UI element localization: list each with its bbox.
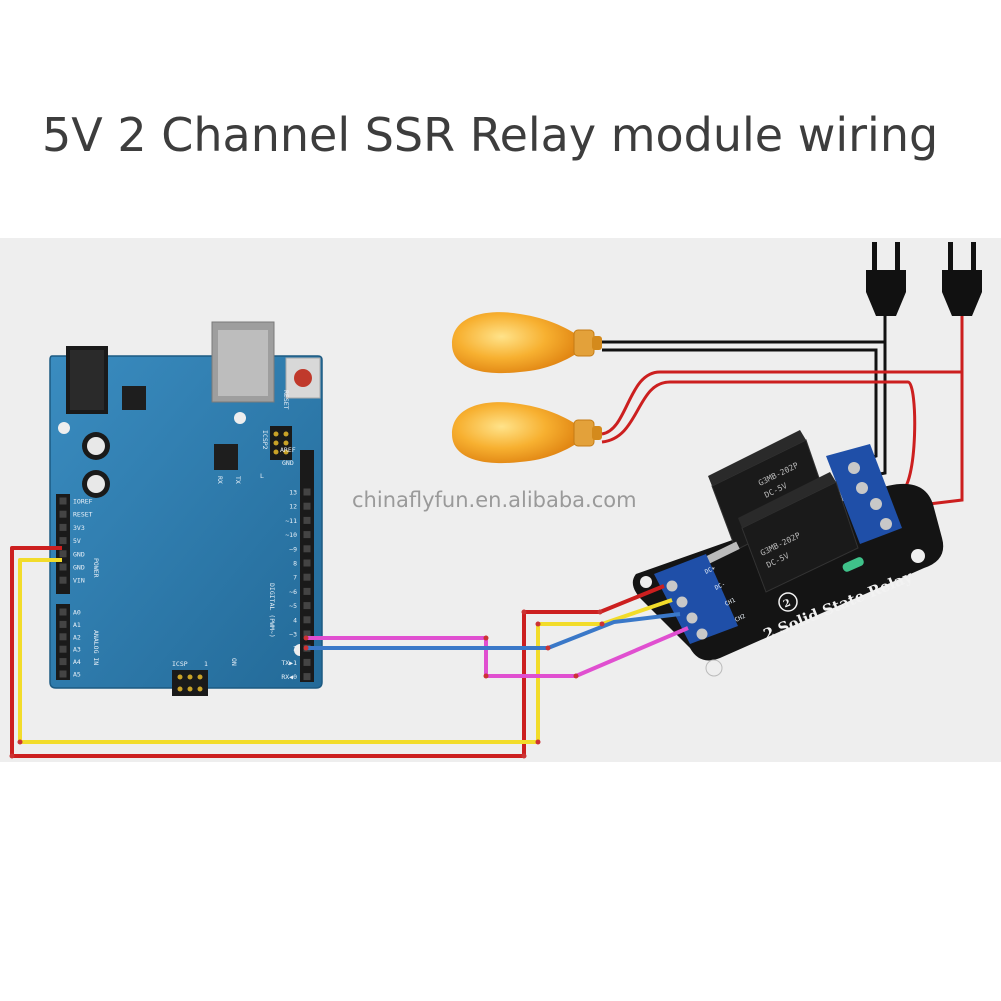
analog-label: ANALOG IN [92, 630, 100, 665]
icsp2-label: ICSP2 [261, 430, 269, 450]
ssr-input-pin-label: CH1 [724, 597, 737, 608]
power-pin-label: IOREF [73, 498, 93, 506]
digital-pin-label: RX◀0 [281, 673, 297, 681]
light-bulb-bottom [452, 402, 602, 464]
analog-pin-hole [59, 633, 67, 641]
on-label: ON [230, 658, 238, 666]
power-pin-label: GND [73, 550, 85, 558]
power-plug-right [942, 242, 982, 316]
analog-pin-label: A4 [73, 658, 81, 666]
digital-pin-label: ~11 [285, 517, 297, 525]
reset-button [285, 357, 321, 399]
digital-pin-hole [303, 545, 311, 553]
digital-pin-label: 7 [293, 574, 297, 582]
digital-pin-label: 13 [289, 489, 297, 497]
ssr-input-pin-label: DC+ [704, 565, 717, 576]
analog-pin-label: A5 [73, 671, 81, 679]
analog-pin-hole [59, 620, 67, 628]
input-terminal-block [654, 554, 738, 644]
analog-pin-hole [59, 645, 67, 653]
power-pin-label: RESET [73, 511, 93, 519]
icsp-header [172, 670, 208, 696]
digital-pin-hole [303, 602, 311, 610]
rx-label: RX [216, 476, 224, 484]
power-pin-hole [59, 563, 67, 571]
analog-pin-hole [59, 658, 67, 666]
analog-pin-hole [59, 608, 67, 616]
digital-pin-label: ~10 [285, 531, 297, 539]
l-label: L [260, 472, 264, 480]
power-pin-hole [59, 497, 67, 505]
digital-pin-hole [303, 488, 311, 496]
light-bulb-top [452, 312, 602, 374]
power-pin-label: GND [73, 564, 85, 572]
analog-pin-hole [59, 670, 67, 678]
digital-pin-label: 4 [293, 616, 297, 624]
digital-pin-label: ~9 [289, 545, 297, 553]
digital-pin-label: ~3 [289, 631, 297, 639]
channel-number: 2 [782, 598, 793, 611]
reset-label: RESET [282, 390, 290, 410]
arduino-board: RESET ICSP2 RX TX L 1312~11~10~987~6~54~… [49, 321, 323, 696]
watermark: chinaflyfun.en.alibaba.com [352, 488, 637, 512]
digital-pin-hole [303, 658, 311, 666]
digital-pin-hole [303, 516, 311, 524]
digital-pin-hole [303, 573, 311, 581]
icsp-label: ICSP [172, 660, 188, 668]
gnd-label: GND [282, 459, 294, 467]
digital-pin-label: TX▶1 [281, 659, 297, 667]
analog-pin-label: A1 [73, 621, 81, 629]
digital-pin-hole [303, 587, 311, 595]
tx-label: TX [234, 476, 242, 484]
power-pin-hole [59, 537, 67, 545]
digital-pin-label: ~5 [289, 602, 297, 610]
power-pin-hole [59, 523, 67, 531]
digital-pin-label: 12 [289, 503, 297, 511]
digital-pin-hole [303, 502, 311, 510]
digital-pin-hole [303, 616, 311, 624]
aref-label: AREF [280, 446, 296, 454]
power-plug-left [866, 242, 906, 316]
icsp-pin-one: 1 [204, 660, 208, 668]
analog-pin-label: A0 [73, 609, 81, 617]
analog-pin-label: A2 [73, 633, 81, 641]
power-label: POWER [92, 558, 100, 578]
digital-pin-label: ~6 [289, 588, 297, 596]
icsp2-header [270, 426, 292, 460]
power-pin-label: 5V [73, 537, 81, 545]
page-title: 5V 2 Channel SSR Relay module wiring [42, 108, 939, 162]
analog-pin-label: A3 [73, 646, 81, 654]
digital-pin-hole [303, 673, 311, 681]
ssr-input-pin-label: DC- [714, 581, 727, 592]
output-terminal-block [826, 444, 902, 544]
power-pin-label: 3V3 [73, 524, 85, 532]
digital-pin-label: 2 [293, 645, 297, 653]
wire-ch2-blue [306, 612, 681, 650]
digital-pin-label: 8 [293, 560, 297, 568]
channel-badge [778, 592, 798, 612]
ssr-input-pin-label: CH2 [734, 613, 747, 624]
power-pin-label: VIN [73, 577, 85, 585]
power-pin-hole [59, 576, 67, 584]
power-pin-hole [59, 510, 67, 518]
ssr-relay-2: G3MB-202P DC-5V [738, 472, 859, 593]
digital-label: DIGITAL (PWM~) [268, 583, 276, 638]
power-pin-hole [59, 550, 67, 558]
digital-pin-hole [303, 531, 311, 539]
digital-pin-hole [303, 559, 311, 567]
digital-pin-hole [303, 630, 311, 638]
